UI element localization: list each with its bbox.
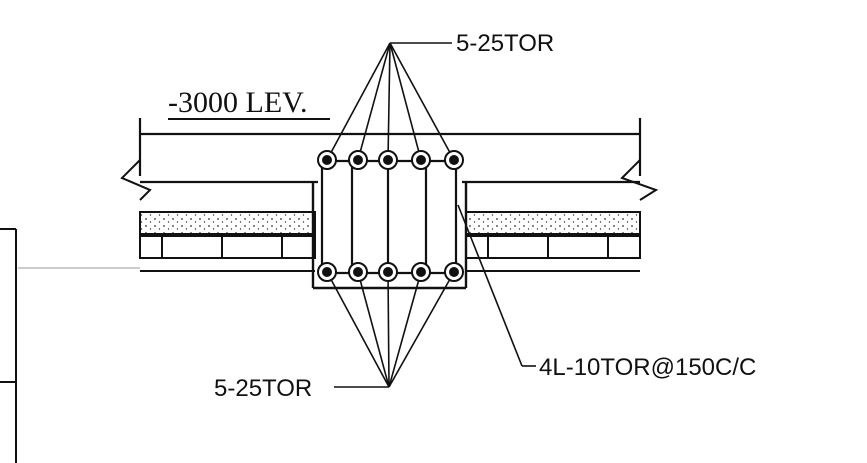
bottom-bar-leaders	[326, 271, 455, 388]
slab-outline	[138, 118, 642, 184]
top-bars-label: 5-25TOR	[456, 30, 554, 57]
stirrups	[320, 159, 458, 275]
screed-layer	[139, 211, 641, 235]
bottom-bars-label: 5-25TOR	[214, 375, 312, 402]
stirrups-label: 4L-10TOR@150C/C	[539, 354, 756, 381]
break-line-symbols	[120, 159, 659, 201]
bottom-rebars	[317, 262, 464, 282]
top-bar-leaders	[326, 42, 455, 161]
stirrup-leader	[457, 204, 536, 367]
top-rebars	[317, 150, 464, 170]
beam-outline	[311, 182, 468, 290]
block-course	[139, 235, 641, 272]
left-frame-fragment	[0, 228, 17, 463]
level-label: -3000 LEV.	[168, 86, 307, 119]
